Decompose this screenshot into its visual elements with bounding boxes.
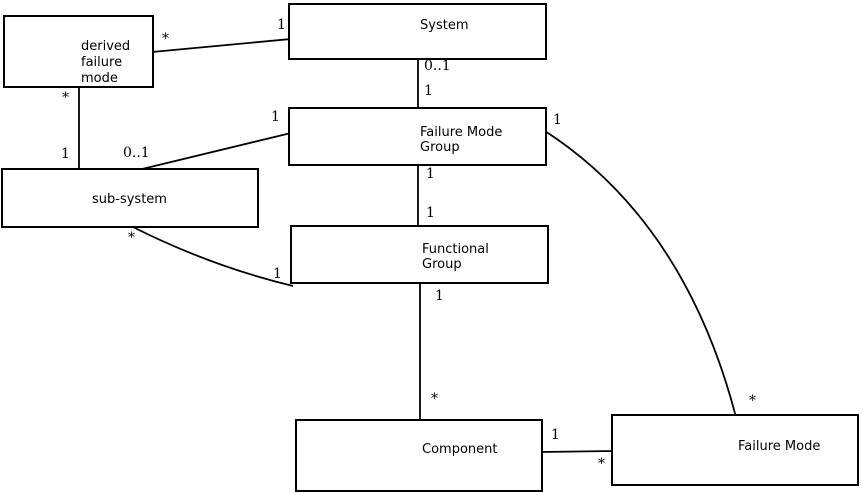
association-sub-system-failure-mode-group bbox=[137, 132, 292, 171]
multiplicity-fmg-fg-one-top: 1 bbox=[426, 166, 435, 182]
multiplicity-dfm-system-one: 1 bbox=[277, 17, 286, 33]
entity-label-line: System bbox=[420, 18, 469, 33]
entity-label-line: Group bbox=[420, 140, 460, 155]
entity-failure-mode-group[interactable]: Failure Mode Group bbox=[288, 107, 547, 166]
entity-label-line: mode bbox=[81, 71, 118, 86]
multiplicity-dfm-subsystem-star: * bbox=[62, 90, 69, 106]
multiplicity-system-fmg-zeroone: 0..1 bbox=[424, 58, 451, 74]
entity-sub-system[interactable]: sub-system bbox=[1, 168, 259, 228]
entity-label-line: Functional bbox=[422, 242, 489, 257]
association-derived-failure-mode-system bbox=[151, 38, 292, 53]
multiplicity-fmg-fm-one: 1 bbox=[553, 112, 562, 128]
entity-label-line: sub-system bbox=[92, 192, 167, 207]
multiplicity-subsystem-fg-star: * bbox=[128, 230, 135, 246]
multiplicity-component-fm-star: * bbox=[598, 456, 605, 472]
multiplicity-fg-component-star: * bbox=[431, 391, 438, 407]
multiplicity-component-fm-one: 1 bbox=[551, 427, 560, 443]
entity-functional-group[interactable]: Functional Group bbox=[290, 225, 549, 284]
multiplicity-subsystem-fg-one: 1 bbox=[273, 266, 282, 282]
association-failure-mode-group-failure-mode bbox=[544, 130, 737, 418]
multiplicity-fmg-fm-star: * bbox=[749, 393, 756, 409]
entity-label-line: Failure Mode bbox=[738, 439, 821, 454]
entity-failure-mode[interactable]: Failure Mode bbox=[611, 414, 859, 486]
multiplicity-subsystem-fmg-one: 1 bbox=[271, 109, 280, 125]
multiplicity-subsystem-fmg-zeroone: 0..1 bbox=[123, 145, 150, 161]
entity-label-line: Failure Mode bbox=[420, 125, 503, 140]
multiplicity-system-fmg-one: 1 bbox=[424, 83, 433, 99]
entity-system[interactable]: System bbox=[288, 3, 547, 60]
entity-component[interactable]: Component bbox=[295, 419, 543, 492]
entity-label-line: derived bbox=[81, 39, 131, 54]
association-sub-system-functional-group bbox=[130, 225, 294, 287]
entity-label-line: Group bbox=[422, 257, 462, 272]
entity-label-line: failure bbox=[81, 55, 123, 70]
association-component-failure-mode bbox=[540, 450, 614, 453]
multiplicity-dfm-subsystem-one: 1 bbox=[61, 146, 70, 162]
multiplicity-dfm-system-star: * bbox=[162, 31, 169, 47]
entity-derived-failure-mode[interactable]: derived failure mode bbox=[3, 15, 154, 88]
multiplicity-fmg-fg-one-bottom: 1 bbox=[426, 205, 435, 221]
entity-label-line: Component bbox=[422, 442, 498, 457]
multiplicity-fg-component-one: 1 bbox=[435, 288, 444, 304]
